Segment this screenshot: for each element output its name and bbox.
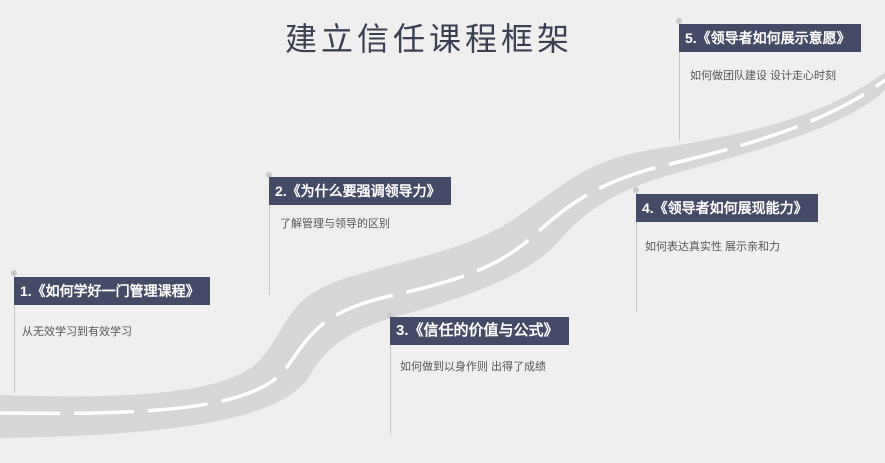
road-body — [0, 72, 885, 438]
milestone-2-desc: 了解管理与领导的区别 — [280, 218, 390, 230]
milestone-2-pin — [269, 175, 270, 295]
milestone-5-label: 5.《领导者如何展示意愿》 — [679, 24, 861, 52]
milestone-5-pin — [679, 21, 680, 141]
milestone-3-pin — [390, 315, 391, 435]
milestone-4-label: 4.《领导者如何展现能力》 — [636, 194, 818, 222]
milestone-3-label: 3.《信任的价值与公式》 — [390, 317, 569, 345]
milestone-4-pin — [636, 190, 637, 312]
milestone-3-desc: 如何做到以身作则 出得了成绩 — [400, 361, 547, 373]
milestone-1-label: 1.《如何学好一门管理课程》 — [14, 277, 210, 305]
milestone-1-desc: 从无效学习到有效学习 — [22, 326, 132, 338]
page-title: 建立信任课程框架 — [285, 20, 574, 58]
milestone-5-desc: 如何做团队建设 设计走心时刻 — [690, 70, 837, 82]
milestone-4-desc: 如何表达真实性 展示亲和力 — [645, 241, 781, 253]
milestone-1-pin — [14, 273, 15, 393]
milestone-2-label: 2.《为什么要强调领导力》 — [269, 177, 451, 205]
road-center-line — [0, 78, 885, 416]
